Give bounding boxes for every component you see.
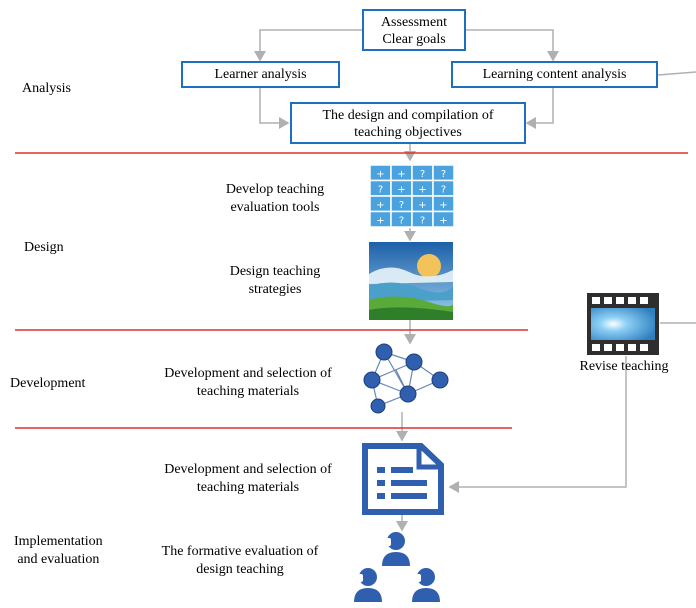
revise-teaching-label: Revise teaching	[579, 359, 669, 374]
grid-table-icon: + +??? + +? +? + + +?? +	[369, 164, 455, 232]
grid-cell-symbol: ?	[420, 215, 425, 226]
network-nodes-icon	[356, 340, 456, 419]
grid-cell-symbol: ?	[399, 200, 404, 211]
materials2-line2: teaching materials	[196, 480, 300, 495]
grid-cell-symbol: ?	[378, 184, 383, 195]
assessment-line2: Clear goals	[382, 32, 446, 47]
formative-line1: The formative evaluation of	[161, 544, 319, 559]
content-analysis-box: Learning content analysis	[451, 61, 658, 88]
phase-development-label: Development	[10, 376, 86, 391]
phase-implementation-label: Implementation and evaluation	[14, 533, 103, 569]
users-icon	[352, 530, 448, 608]
assessment-line1: Assessment	[380, 15, 448, 30]
eval-tools-line2: evaluation tools	[230, 200, 320, 215]
eval-tools-label: Develop teaching evaluation tools	[205, 181, 345, 217]
formative-label: The formative evaluation of design teach…	[132, 543, 348, 579]
strategies-label: Design teaching strategies	[205, 263, 345, 299]
eval-tools-line1: Develop teaching	[225, 182, 325, 197]
phase-implementation-line1: Implementation	[14, 534, 103, 549]
materials2-line1: Development and selection of	[164, 462, 332, 477]
document-list-icon	[361, 443, 445, 520]
objectives-box: The design and compilation of teaching o…	[290, 102, 526, 144]
materials-label-1: Development and selection of teaching ma…	[140, 365, 356, 401]
materials1-line1: Development and selection of	[164, 366, 332, 381]
phase-design-label: Design	[24, 240, 64, 255]
formative-line2: design teaching	[196, 562, 284, 577]
strategies-line1: Design teaching	[229, 264, 321, 279]
grid-cell-symbol: ?	[441, 184, 446, 195]
grid-cell-symbol: +	[418, 200, 426, 211]
grid-cell-symbol: ?	[399, 215, 404, 226]
grid-cell-symbol: +	[397, 169, 405, 180]
strategies-line2: strategies	[248, 282, 302, 297]
materials-label-2: Development and selection of teaching ma…	[140, 461, 356, 497]
phase-implementation-line2: and evaluation	[17, 552, 100, 567]
learner-analysis-box: Learner analysis	[181, 61, 340, 88]
grid-cell-symbol: ?	[441, 169, 446, 180]
objectives-line1: The design and compilation of	[322, 108, 494, 123]
grid-cell-symbol: +	[397, 184, 405, 195]
materials1-line2: teaching materials	[196, 384, 300, 399]
grid-cell-symbol: +	[439, 215, 447, 226]
landscape-picture-icon	[369, 242, 454, 325]
grid-cell-symbol: +	[376, 200, 384, 211]
objectives-line2: teaching objectives	[354, 125, 462, 140]
grid-cell-symbol: ?	[420, 169, 425, 180]
grid-cell-symbol: +	[439, 200, 447, 211]
grid-cell-symbol: +	[376, 215, 384, 226]
grid-cell-symbol: +	[418, 184, 426, 195]
assessment-box: Assessment Clear goals	[362, 9, 466, 51]
film-strip-icon	[587, 293, 659, 360]
phase-analysis-label: Analysis	[22, 81, 71, 96]
grid-cell-symbol: +	[376, 169, 384, 180]
